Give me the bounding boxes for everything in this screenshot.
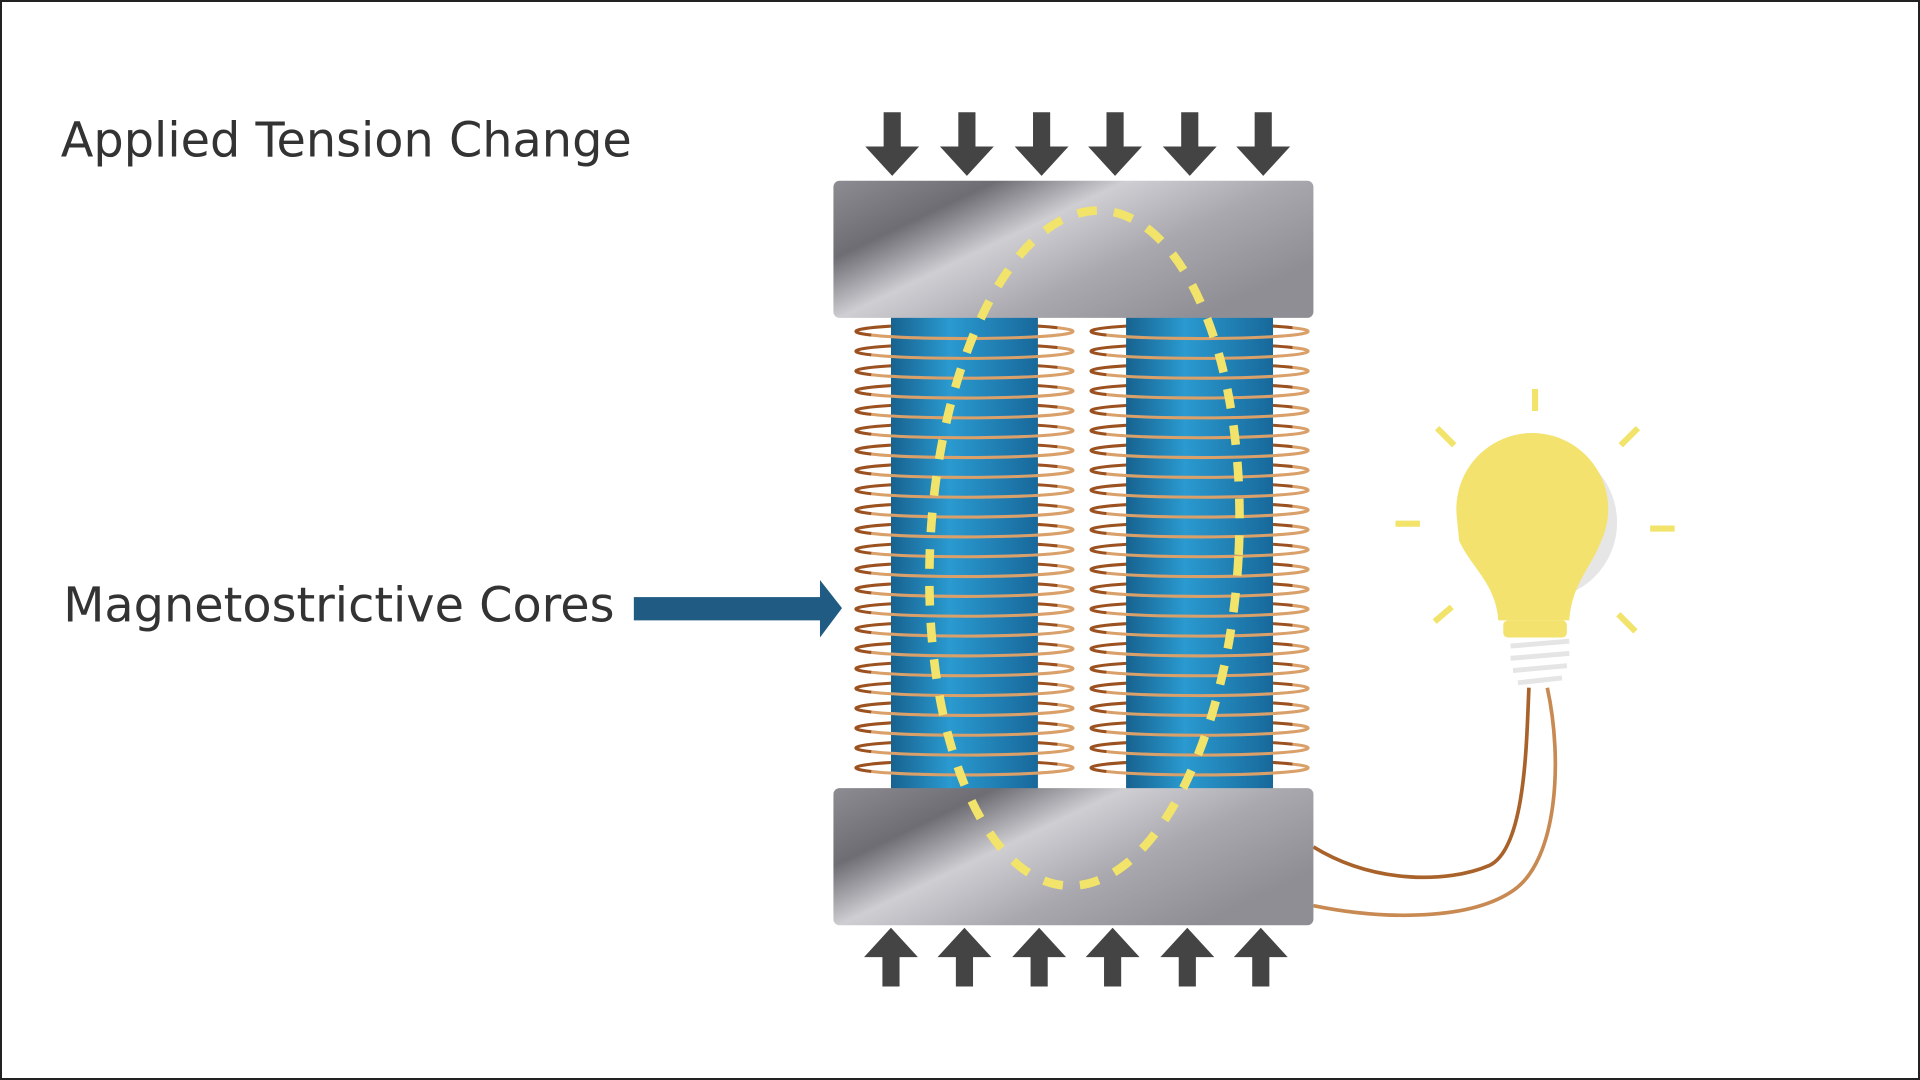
- up-arrow-icon: [1233, 927, 1288, 987]
- coil-turn-front: [1106, 504, 1310, 519]
- coil-turn-front: [871, 603, 1075, 618]
- magnetic-flux-loop: [925, 206, 1244, 891]
- coil-turn-front: [871, 465, 1075, 479]
- coil-turn-front: [871, 564, 1075, 579]
- coil-turn-front: [1106, 365, 1310, 380]
- coil-turn-front: [871, 484, 1075, 499]
- bottom-force-arrows: [864, 927, 1288, 987]
- coil-turn-front: [1106, 346, 1310, 360]
- coil-turn-front: [1106, 703, 1310, 717]
- coil-turn-front: [1106, 445, 1310, 460]
- coil-turn-front: [871, 524, 1075, 539]
- coil-turn-front: [871, 326, 1075, 341]
- coil-turn-front: [871, 445, 1075, 460]
- coil-turn-front: [1106, 663, 1310, 678]
- coil-turn-front: [1106, 544, 1310, 559]
- coil-turn-front: [1106, 623, 1310, 638]
- down-arrow-icon: [1088, 112, 1142, 176]
- down-arrow-icon: [1236, 112, 1291, 176]
- coil-turn-front: [871, 762, 1075, 777]
- coil-turn-front: [1106, 465, 1310, 479]
- down-arrow-icon: [939, 112, 994, 176]
- applied-tension-label: Applied Tension Change: [61, 113, 632, 168]
- coil-turn-front: [871, 584, 1075, 598]
- coil-turn-front: [871, 742, 1075, 757]
- coil-turn-front: [871, 703, 1075, 717]
- coil-front: [871, 326, 1310, 777]
- coil-turn-front: [1106, 722, 1310, 737]
- coil-turn-front: [1106, 584, 1310, 598]
- coil-turn-front: [871, 365, 1075, 380]
- up-arrow-icon: [1012, 927, 1067, 987]
- coil-turn-front: [871, 425, 1075, 440]
- coil-turn-front: [1106, 683, 1310, 698]
- coil-turn-front: [1106, 643, 1310, 658]
- coil-turn-front: [871, 643, 1075, 658]
- pointer-arrow-icon: [633, 579, 842, 638]
- top-plate: [833, 180, 1314, 318]
- coil-turn-front: [871, 385, 1075, 400]
- bottom-plate: [833, 788, 1314, 926]
- coil-turn-front: [1106, 742, 1310, 757]
- coil-turn-front: [871, 683, 1075, 698]
- down-arrow-icon: [1162, 112, 1217, 176]
- down-arrow-icon: [1014, 112, 1069, 176]
- coil-turn-front: [871, 623, 1075, 638]
- coil-turn-front: [1106, 762, 1310, 777]
- coil-turn-front: [1106, 484, 1310, 499]
- coil-turn-front: [1106, 405, 1310, 420]
- top-force-arrows: [865, 112, 1291, 176]
- coil-turn-front: [871, 405, 1075, 420]
- coil-turn-front: [1106, 326, 1310, 341]
- up-arrow-icon: [1160, 927, 1215, 987]
- power-wires: [1312, 687, 1558, 918]
- left-core: [890, 315, 1038, 791]
- coil-turn-front: [871, 663, 1075, 678]
- coil-turn-front: [1106, 524, 1310, 539]
- right-core: [1126, 315, 1274, 791]
- coil-turn-front: [871, 346, 1075, 360]
- up-arrow-icon: [937, 927, 992, 987]
- coil-turn-front: [1106, 564, 1310, 579]
- coil-turn-front: [1106, 385, 1310, 400]
- light-bulb-icon: [1395, 388, 1675, 686]
- magnetostrictive-cores-label: Magnetostrictive Cores: [63, 579, 614, 634]
- coil-turn-front: [871, 722, 1075, 737]
- coil-turn-front: [871, 504, 1075, 519]
- up-arrow-icon: [864, 927, 918, 987]
- down-arrow-icon: [865, 112, 920, 176]
- coil-turn-front: [1106, 425, 1310, 440]
- coil-turn-front: [871, 544, 1075, 559]
- up-arrow-icon: [1085, 927, 1140, 987]
- coil-turn-front: [1106, 603, 1310, 618]
